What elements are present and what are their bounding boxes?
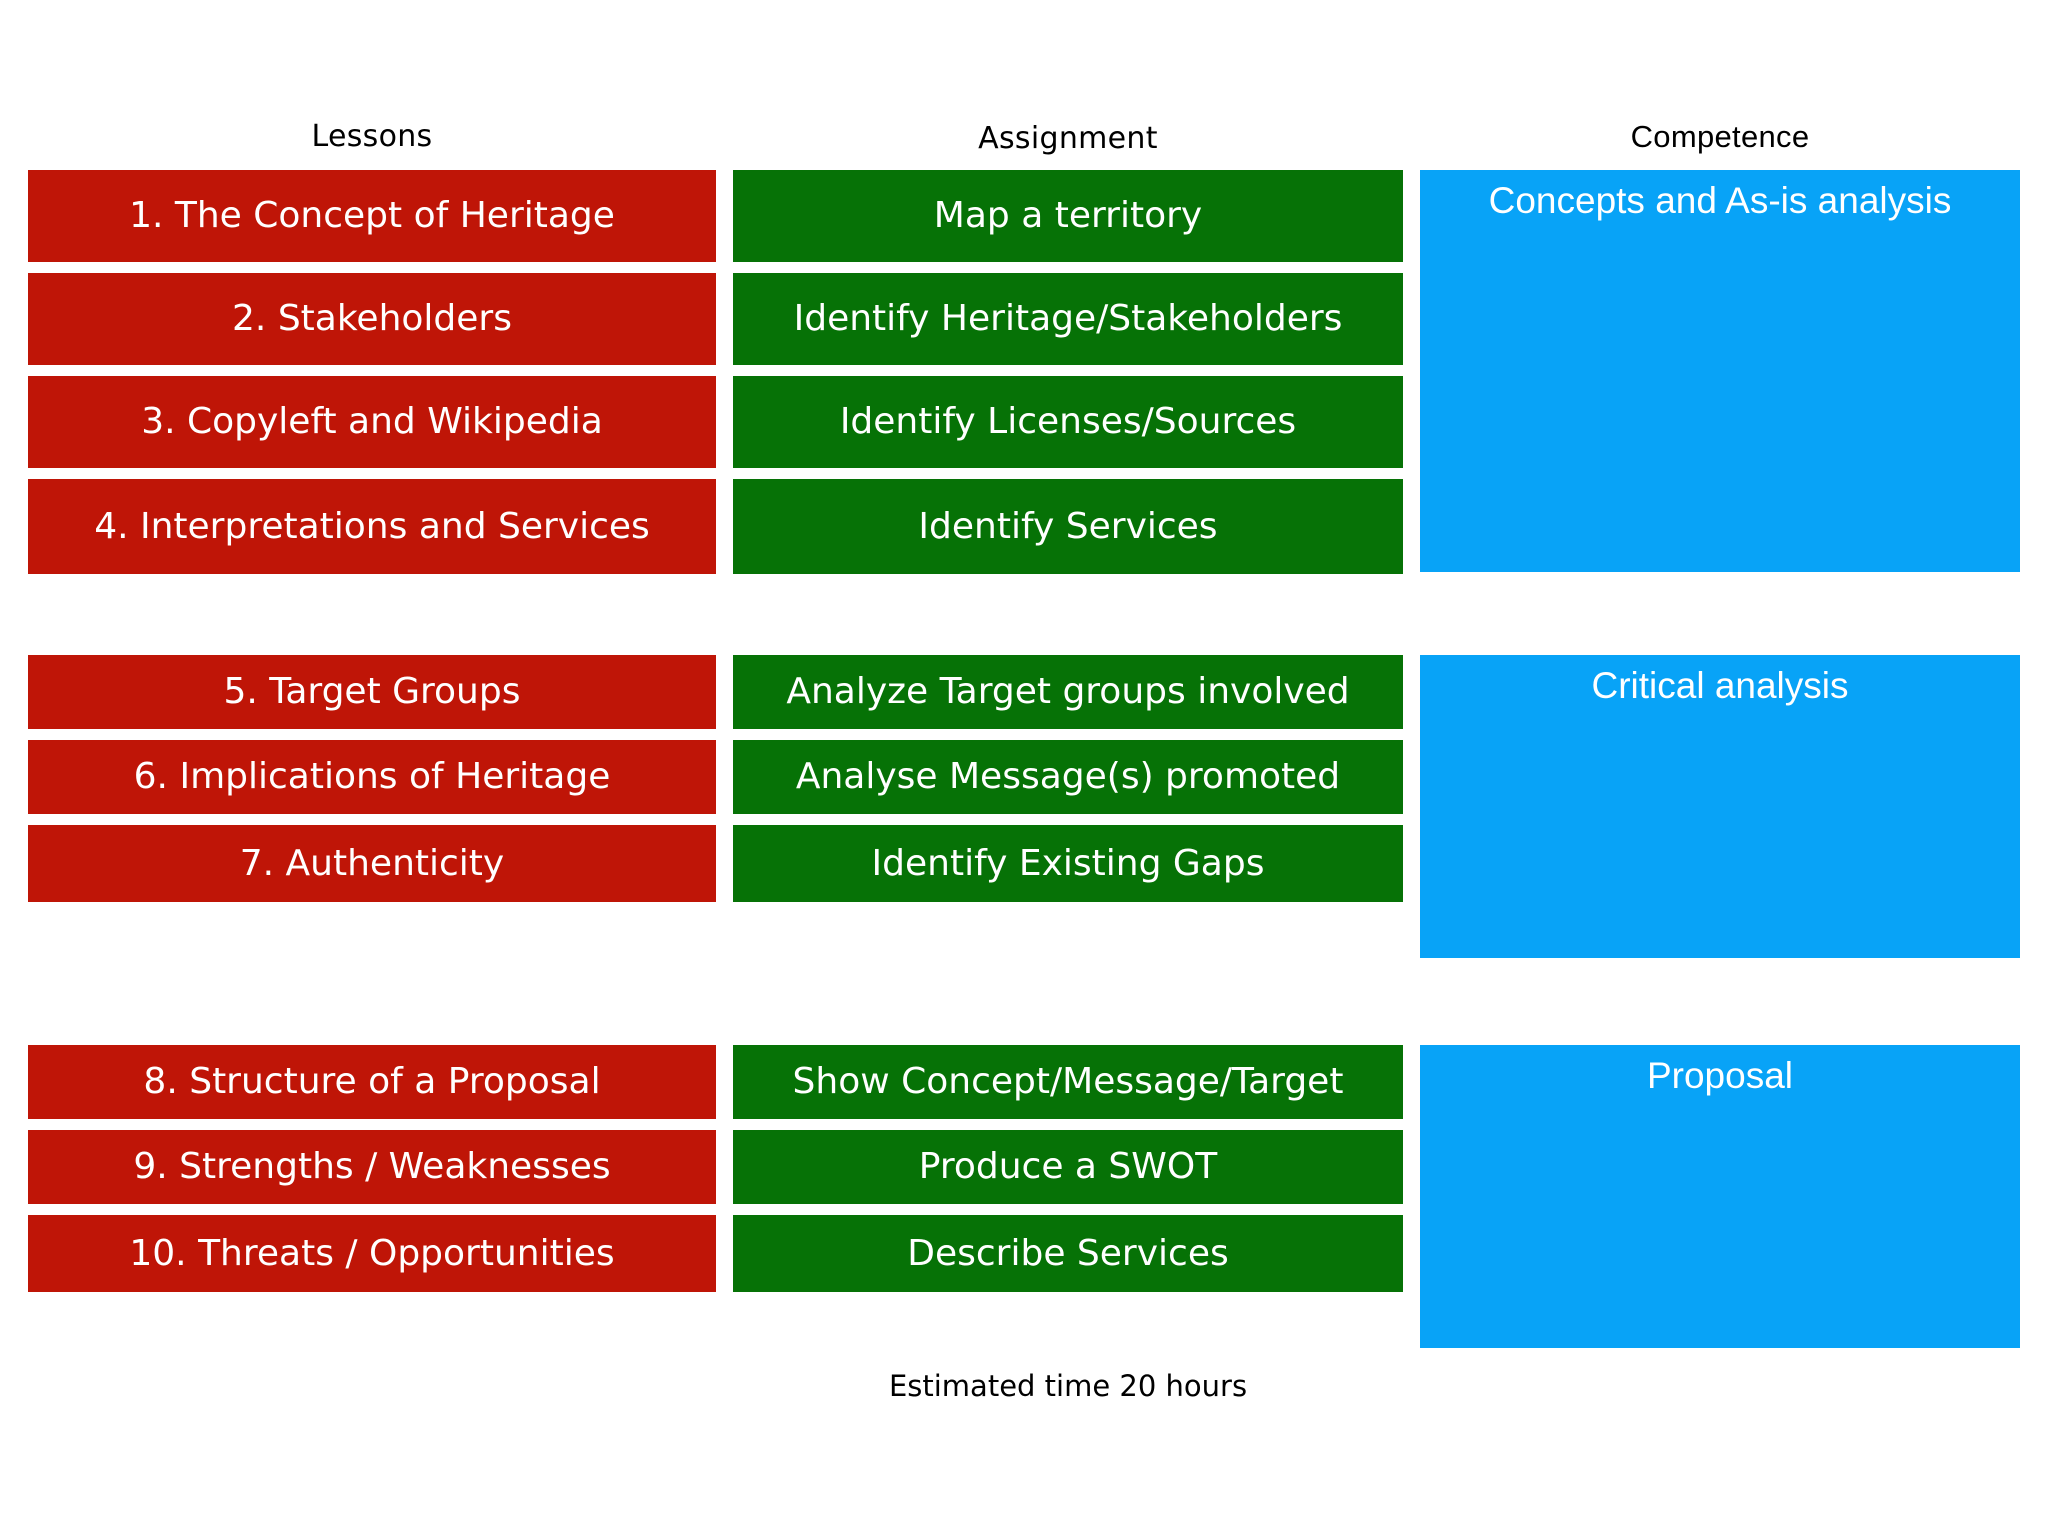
group-row-1: 1. The Concept of Heritage 2. Stakeholde…	[0, 170, 2048, 574]
lesson-box[interactable]: 2. Stakeholders	[28, 273, 716, 365]
assignment-box[interactable]: Identify Licenses/Sources	[733, 376, 1403, 468]
lesson-box[interactable]: 3. Copyleft and Wikipedia	[28, 376, 716, 468]
lesson-box[interactable]: 6. Implications of Heritage	[28, 740, 716, 814]
competence-column-group-2: Critical analysis	[1420, 655, 2020, 958]
lesson-box[interactable]: 4. Interpretations and Services	[28, 479, 716, 574]
lessons-column-group-2: 5. Target Groups 6. Implications of Heri…	[28, 655, 716, 958]
assignment-column-group-2: Analyze Target groups involved Analyse M…	[733, 655, 1403, 958]
lesson-box[interactable]: 9. Strengths / Weaknesses	[28, 1130, 716, 1204]
assignment-box[interactable]: Describe Services	[733, 1215, 1403, 1292]
competence-column-group-1: Concepts and As-is analysis	[1420, 170, 2020, 572]
assignment-box[interactable]: Identify Existing Gaps	[733, 825, 1403, 902]
competence-box[interactable]: Concepts and As-is analysis	[1420, 170, 2020, 572]
lesson-box[interactable]: 5. Target Groups	[28, 655, 716, 729]
group-row-2: 5. Target Groups 6. Implications of Heri…	[0, 655, 2048, 958]
lessons-column-group-1: 1. The Concept of Heritage 2. Stakeholde…	[28, 170, 716, 574]
assignment-box[interactable]: Analyse Message(s) promoted	[733, 740, 1403, 814]
group-row-3: 8. Structure of a Proposal 9. Strengths …	[0, 1045, 2048, 1348]
assignment-box[interactable]: Produce a SWOT	[733, 1130, 1403, 1204]
assignment-box[interactable]: Show Concept/Message/Target	[733, 1045, 1403, 1119]
column-header-lessons: Lessons	[311, 119, 433, 154]
estimated-time-note: Estimated time 20 hours	[888, 1369, 1248, 1403]
competence-column-group-3: Proposal	[1420, 1045, 2020, 1348]
lesson-box[interactable]: 8. Structure of a Proposal	[28, 1045, 716, 1119]
assignment-box[interactable]: Map a territory	[733, 170, 1403, 262]
competence-box[interactable]: Critical analysis	[1420, 655, 2020, 958]
assignment-column-group-1: Map a territory Identify Heritage/Stakeh…	[733, 170, 1403, 574]
lesson-box[interactable]: 1. The Concept of Heritage	[28, 170, 716, 262]
column-header-competence: Competence	[1630, 119, 1810, 154]
lesson-box[interactable]: 7. Authenticity	[28, 825, 716, 902]
assignment-box[interactable]: Identify Services	[733, 479, 1403, 574]
assignment-column-group-3: Show Concept/Message/Target Produce a SW…	[733, 1045, 1403, 1348]
column-header-assignment: Assignment	[978, 121, 1158, 156]
assignment-box[interactable]: Analyze Target groups involved	[733, 655, 1403, 729]
assignment-box[interactable]: Identify Heritage/Stakeholders	[733, 273, 1403, 365]
lessons-column-group-3: 8. Structure of a Proposal 9. Strengths …	[28, 1045, 716, 1348]
lesson-box[interactable]: 10. Threats / Opportunities	[28, 1215, 716, 1292]
competence-box[interactable]: Proposal	[1420, 1045, 2020, 1348]
